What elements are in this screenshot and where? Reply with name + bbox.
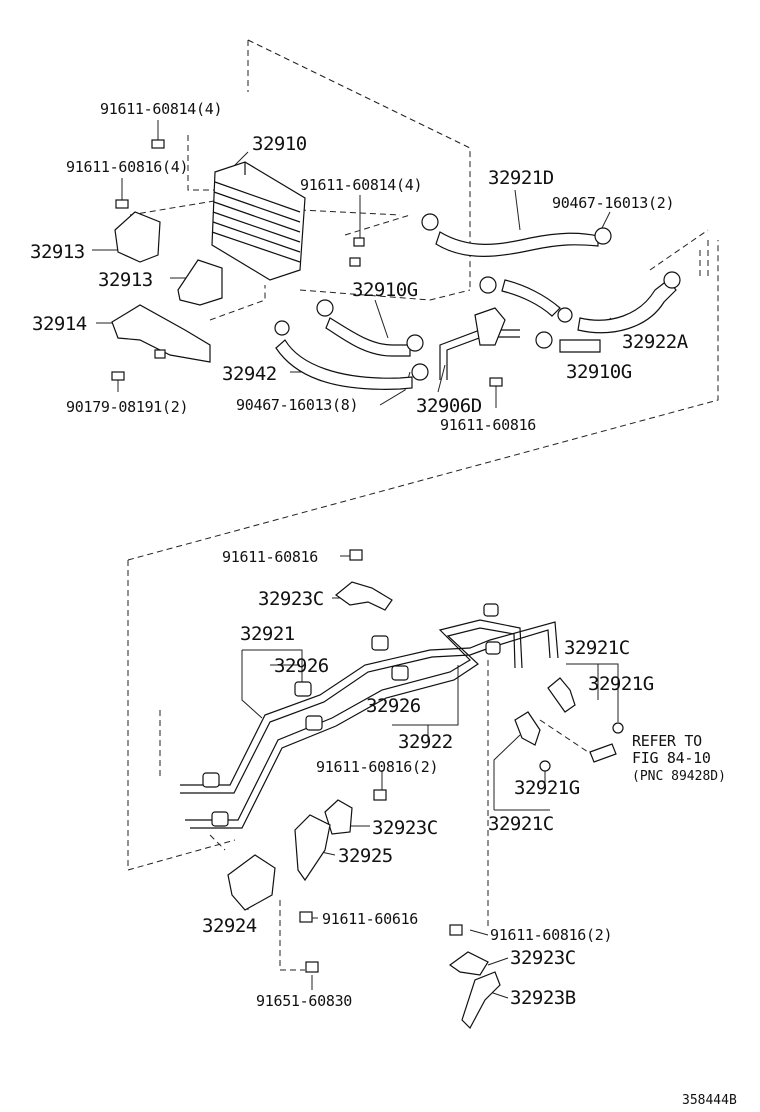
label-fig-84-10: FIG 84-10 — [632, 749, 711, 767]
part-labels: 91611-60814(4) 91611-60816(4) 32910 9161… — [30, 100, 737, 1108]
cooler-tube-assembly — [180, 549, 624, 1029]
label-32922a: 32922A — [622, 331, 689, 353]
bracket-32913-lower — [177, 259, 223, 306]
label-90179-08191: 90179-08191(2) — [66, 398, 188, 416]
label-32923c-c: 32923C — [510, 947, 576, 969]
bolt-icon — [111, 139, 503, 387]
gasket-32921g-lower — [539, 760, 551, 772]
label-32914: 32914 — [32, 313, 87, 335]
bracket-32923b — [461, 971, 501, 1029]
label-32921: 32921 — [240, 623, 295, 645]
label-90467-16013-b: 90467-16013(8) — [236, 396, 358, 414]
label-32922: 32922 — [398, 731, 453, 753]
clamp-32923c-bottom — [448, 951, 489, 976]
hose-32922a — [577, 279, 677, 334]
label-91611-60816-a: 91611-60816(4) — [66, 158, 188, 176]
label-32924: 32924 — [202, 915, 257, 937]
label-90467-16013-a: 90467-16013(2) — [552, 194, 674, 212]
label-32942: 32942 — [222, 363, 277, 385]
clamp-icon — [274, 213, 681, 381]
oil-cooler-assembly — [111, 139, 681, 390]
label-32913-a: 32913 — [30, 241, 85, 263]
union-32921c-lower — [514, 711, 541, 746]
label-32921c-b: 32921C — [488, 813, 554, 835]
label-91611-60816-e: 91611-60816(2) — [490, 926, 612, 944]
label-32921g-a: 32921G — [588, 673, 654, 695]
figure-code: 358444B — [682, 1093, 737, 1108]
bracket-32913-upper — [114, 211, 161, 263]
label-91611-60816-c: 91611-60816 — [222, 548, 318, 566]
label-32923c-b: 32923C — [372, 817, 438, 839]
fitting-89428d — [589, 743, 617, 763]
label-pnc-89428d: (PNC 89428D) — [632, 769, 726, 784]
clamp-32923c-top — [335, 581, 393, 611]
grommet-32926 — [202, 603, 501, 827]
label-32913-b: 32913 — [98, 269, 153, 291]
tube-32922 — [185, 619, 523, 821]
hose-32921d — [435, 231, 599, 257]
label-91611-60814-a: 91611-60814(4) — [100, 100, 222, 118]
gasket-32921g-upper — [612, 722, 624, 734]
hose-32910g-lower — [559, 339, 601, 353]
bracket-32914 — [111, 304, 211, 363]
label-32910g-b: 32910G — [566, 361, 632, 383]
label-32923c-a: 32923C — [258, 588, 324, 610]
label-32910g-a: 32910G — [352, 279, 418, 301]
clamp-32923c-mid — [324, 799, 353, 835]
label-32910: 32910 — [252, 133, 307, 155]
label-32923b: 32923B — [510, 987, 576, 1009]
bracket-32925 — [294, 814, 331, 882]
label-refer-to: REFER TO — [632, 732, 702, 750]
label-91611-60616: 91611-60616 — [322, 910, 418, 928]
bracket-32924 — [227, 854, 276, 911]
label-32921c-a: 32921C — [564, 637, 630, 659]
label-91611-60816-d: 91611-60816(2) — [316, 758, 438, 776]
label-32921d: 32921D — [488, 167, 554, 189]
hose-32942 — [275, 339, 413, 390]
cooler-fins — [211, 162, 301, 263]
label-32925: 32925 — [338, 845, 393, 867]
label-32906d: 32906D — [416, 395, 482, 417]
label-91651-60830: 91651-60830 — [256, 992, 352, 1010]
bolt-icon-lower — [299, 549, 463, 973]
label-32926-b: 32926 — [366, 695, 421, 717]
label-32921g-b: 32921G — [514, 777, 580, 799]
label-91611-60816-b: 91611-60816 — [440, 416, 536, 434]
label-91611-60814-b: 91611-60814(4) — [300, 176, 422, 194]
hose-32910g-upper — [325, 317, 411, 357]
tube-32921 — [180, 621, 559, 786]
label-32926-a: 32926 — [274, 655, 329, 677]
hose-32910g-mid — [501, 279, 561, 317]
union-32921c-upper — [547, 677, 576, 713]
